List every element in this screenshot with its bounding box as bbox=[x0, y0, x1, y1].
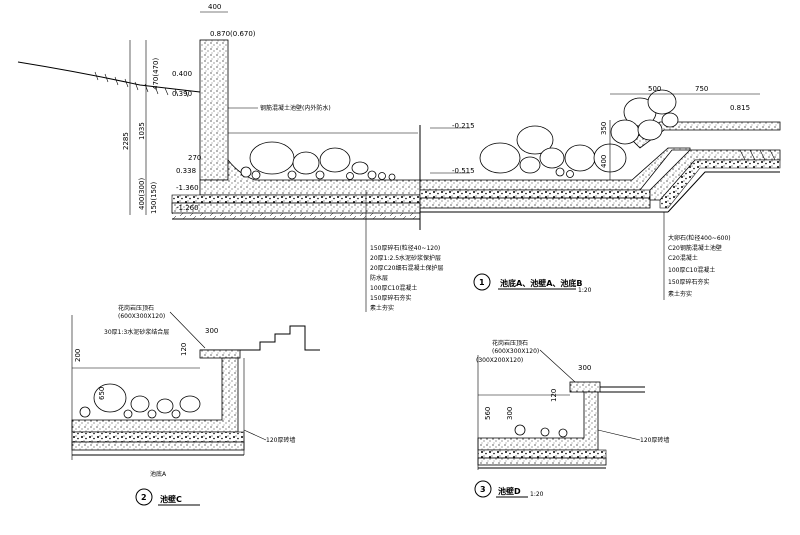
elev-0390: 0.390 bbox=[172, 90, 192, 98]
base-soil bbox=[172, 213, 420, 219]
dim-650: 650 bbox=[98, 387, 106, 400]
dim-560: 560 bbox=[484, 407, 492, 420]
elev-0815: 0.815 bbox=[730, 104, 750, 112]
dim-350: 350 bbox=[600, 122, 608, 135]
dim-120: 120 bbox=[550, 389, 558, 402]
dim-400-300: 400(300) bbox=[138, 178, 146, 210]
label-size: (300X200X120) bbox=[476, 357, 523, 364]
base-layer-2 bbox=[171, 202, 421, 214]
label-coping: 花岗岩压顶石 bbox=[118, 304, 154, 312]
elev-0515: -0.515 bbox=[452, 167, 475, 175]
dim-400-top: 400 bbox=[208, 3, 221, 11]
elev-0338: 0.338 bbox=[176, 167, 196, 175]
layer-label: 20厚C20细石混凝土保护层 bbox=[370, 264, 443, 272]
dim-120: 120 bbox=[180, 343, 188, 356]
coping-stone bbox=[199, 349, 241, 359]
layer-label: 100厚C10混凝土 bbox=[370, 284, 417, 292]
dim-300: 300 bbox=[578, 364, 591, 372]
step-outline bbox=[200, 325, 320, 351]
dim-400: 400 bbox=[600, 155, 608, 168]
elev-0215: -0.215 bbox=[452, 122, 475, 130]
base-layer-1 bbox=[171, 194, 421, 204]
label-coping: 花岗岩压顶石 bbox=[492, 339, 528, 347]
elev-1260: -1.260 bbox=[176, 204, 199, 212]
layer-label: 20厚1:2.5水泥砂浆保护层 bbox=[370, 254, 441, 262]
layer-label: 150厚碎石(粒径40~120) bbox=[370, 244, 440, 252]
retaining-wall bbox=[199, 39, 229, 181]
ground-hatch bbox=[94, 71, 189, 98]
boulder bbox=[249, 141, 295, 175]
label-mortar: 30厚1:3水泥砂浆结合层 bbox=[104, 328, 169, 336]
section-3: 花岗岩压顶石 (600X300X120) (300X200X120) 300 1… bbox=[474, 339, 669, 498]
label-brick-wall: 120厚砖墙 bbox=[640, 436, 669, 444]
boulder bbox=[351, 161, 369, 175]
label-floor: 池底A bbox=[150, 470, 167, 478]
layer-label: 大卵石(粒径400~600) bbox=[668, 234, 731, 242]
layer-label: 素土夯实 bbox=[668, 290, 692, 298]
pond-edge-slab bbox=[631, 121, 781, 149]
layer-label: 素土夯实 bbox=[370, 304, 394, 312]
label-coping-size: (600X300X120) bbox=[118, 313, 165, 320]
section-1: 500 750 0.815 -0.215 -0.515 350 400 400 … bbox=[17, 3, 781, 312]
dim-2285: 2285 bbox=[122, 132, 130, 150]
dim-1035: 1035 bbox=[138, 122, 146, 140]
dim-150: 150(150) bbox=[150, 182, 158, 214]
section-number-circle bbox=[474, 480, 492, 498]
layer-label: 100厚C10混凝土 bbox=[668, 266, 715, 274]
boulder bbox=[319, 147, 351, 173]
section-number-circle bbox=[473, 273, 491, 291]
section-2: 花岗岩压顶石 (600X300X120) 30厚1:3水泥砂浆结合层 300 2… bbox=[71, 304, 320, 506]
ground-slope-line bbox=[17, 61, 201, 93]
note-wall: 钢筋混凝土池壁(内外防水) bbox=[260, 104, 331, 112]
dim-200: 200 bbox=[74, 349, 82, 362]
layer-label: C20钢筋混凝土池壁 bbox=[668, 244, 722, 252]
section-number: 1 bbox=[479, 278, 485, 287]
label-brick-wall: 120厚砖墙 bbox=[266, 436, 295, 444]
dim-300b: 300 bbox=[506, 407, 514, 420]
dim-500: 500 bbox=[648, 85, 661, 93]
layer-label: 150厚碎石夯实 bbox=[370, 294, 411, 302]
layer-label: 防水层 bbox=[370, 274, 388, 282]
elev-0870: 0.870(0.670) bbox=[210, 30, 256, 38]
pond-wall-floor bbox=[477, 391, 599, 451]
section-scale: 1:20 bbox=[578, 287, 592, 294]
section-title: 池壁C bbox=[160, 494, 182, 504]
section-title: 池壁D bbox=[498, 486, 521, 496]
coping-stone bbox=[569, 381, 601, 393]
section-number: 3 bbox=[480, 485, 486, 494]
layer-label: C20混凝土 bbox=[668, 254, 698, 262]
section-number: 2 bbox=[141, 493, 147, 502]
dim-300: 300 bbox=[205, 327, 218, 335]
label-coping-size: (600X300X120) bbox=[492, 348, 539, 355]
boulder bbox=[292, 151, 320, 175]
layer-label: 150厚碎石夯实 bbox=[668, 278, 709, 286]
dim-470: 470(470) bbox=[152, 58, 160, 90]
elev-0400: 0.400 bbox=[172, 70, 192, 78]
layer-list-right: 大卵石(粒径400~600) C20钢筋混凝土池壁 C20混凝土 100厚C10… bbox=[668, 234, 731, 298]
layer-list-mid: 150厚碎石(粒径40~120) 20厚1:2.5水泥砂浆保护层 20厚C20细… bbox=[370, 244, 443, 312]
dim-270: 270 bbox=[188, 154, 201, 162]
dim-750: 750 bbox=[695, 85, 708, 93]
section-number-circle bbox=[135, 488, 153, 506]
section-title: 池底A、池壁A、池底B bbox=[500, 278, 582, 288]
section-scale: 1:20 bbox=[530, 491, 544, 498]
elev-1360: -1.360 bbox=[176, 184, 199, 192]
